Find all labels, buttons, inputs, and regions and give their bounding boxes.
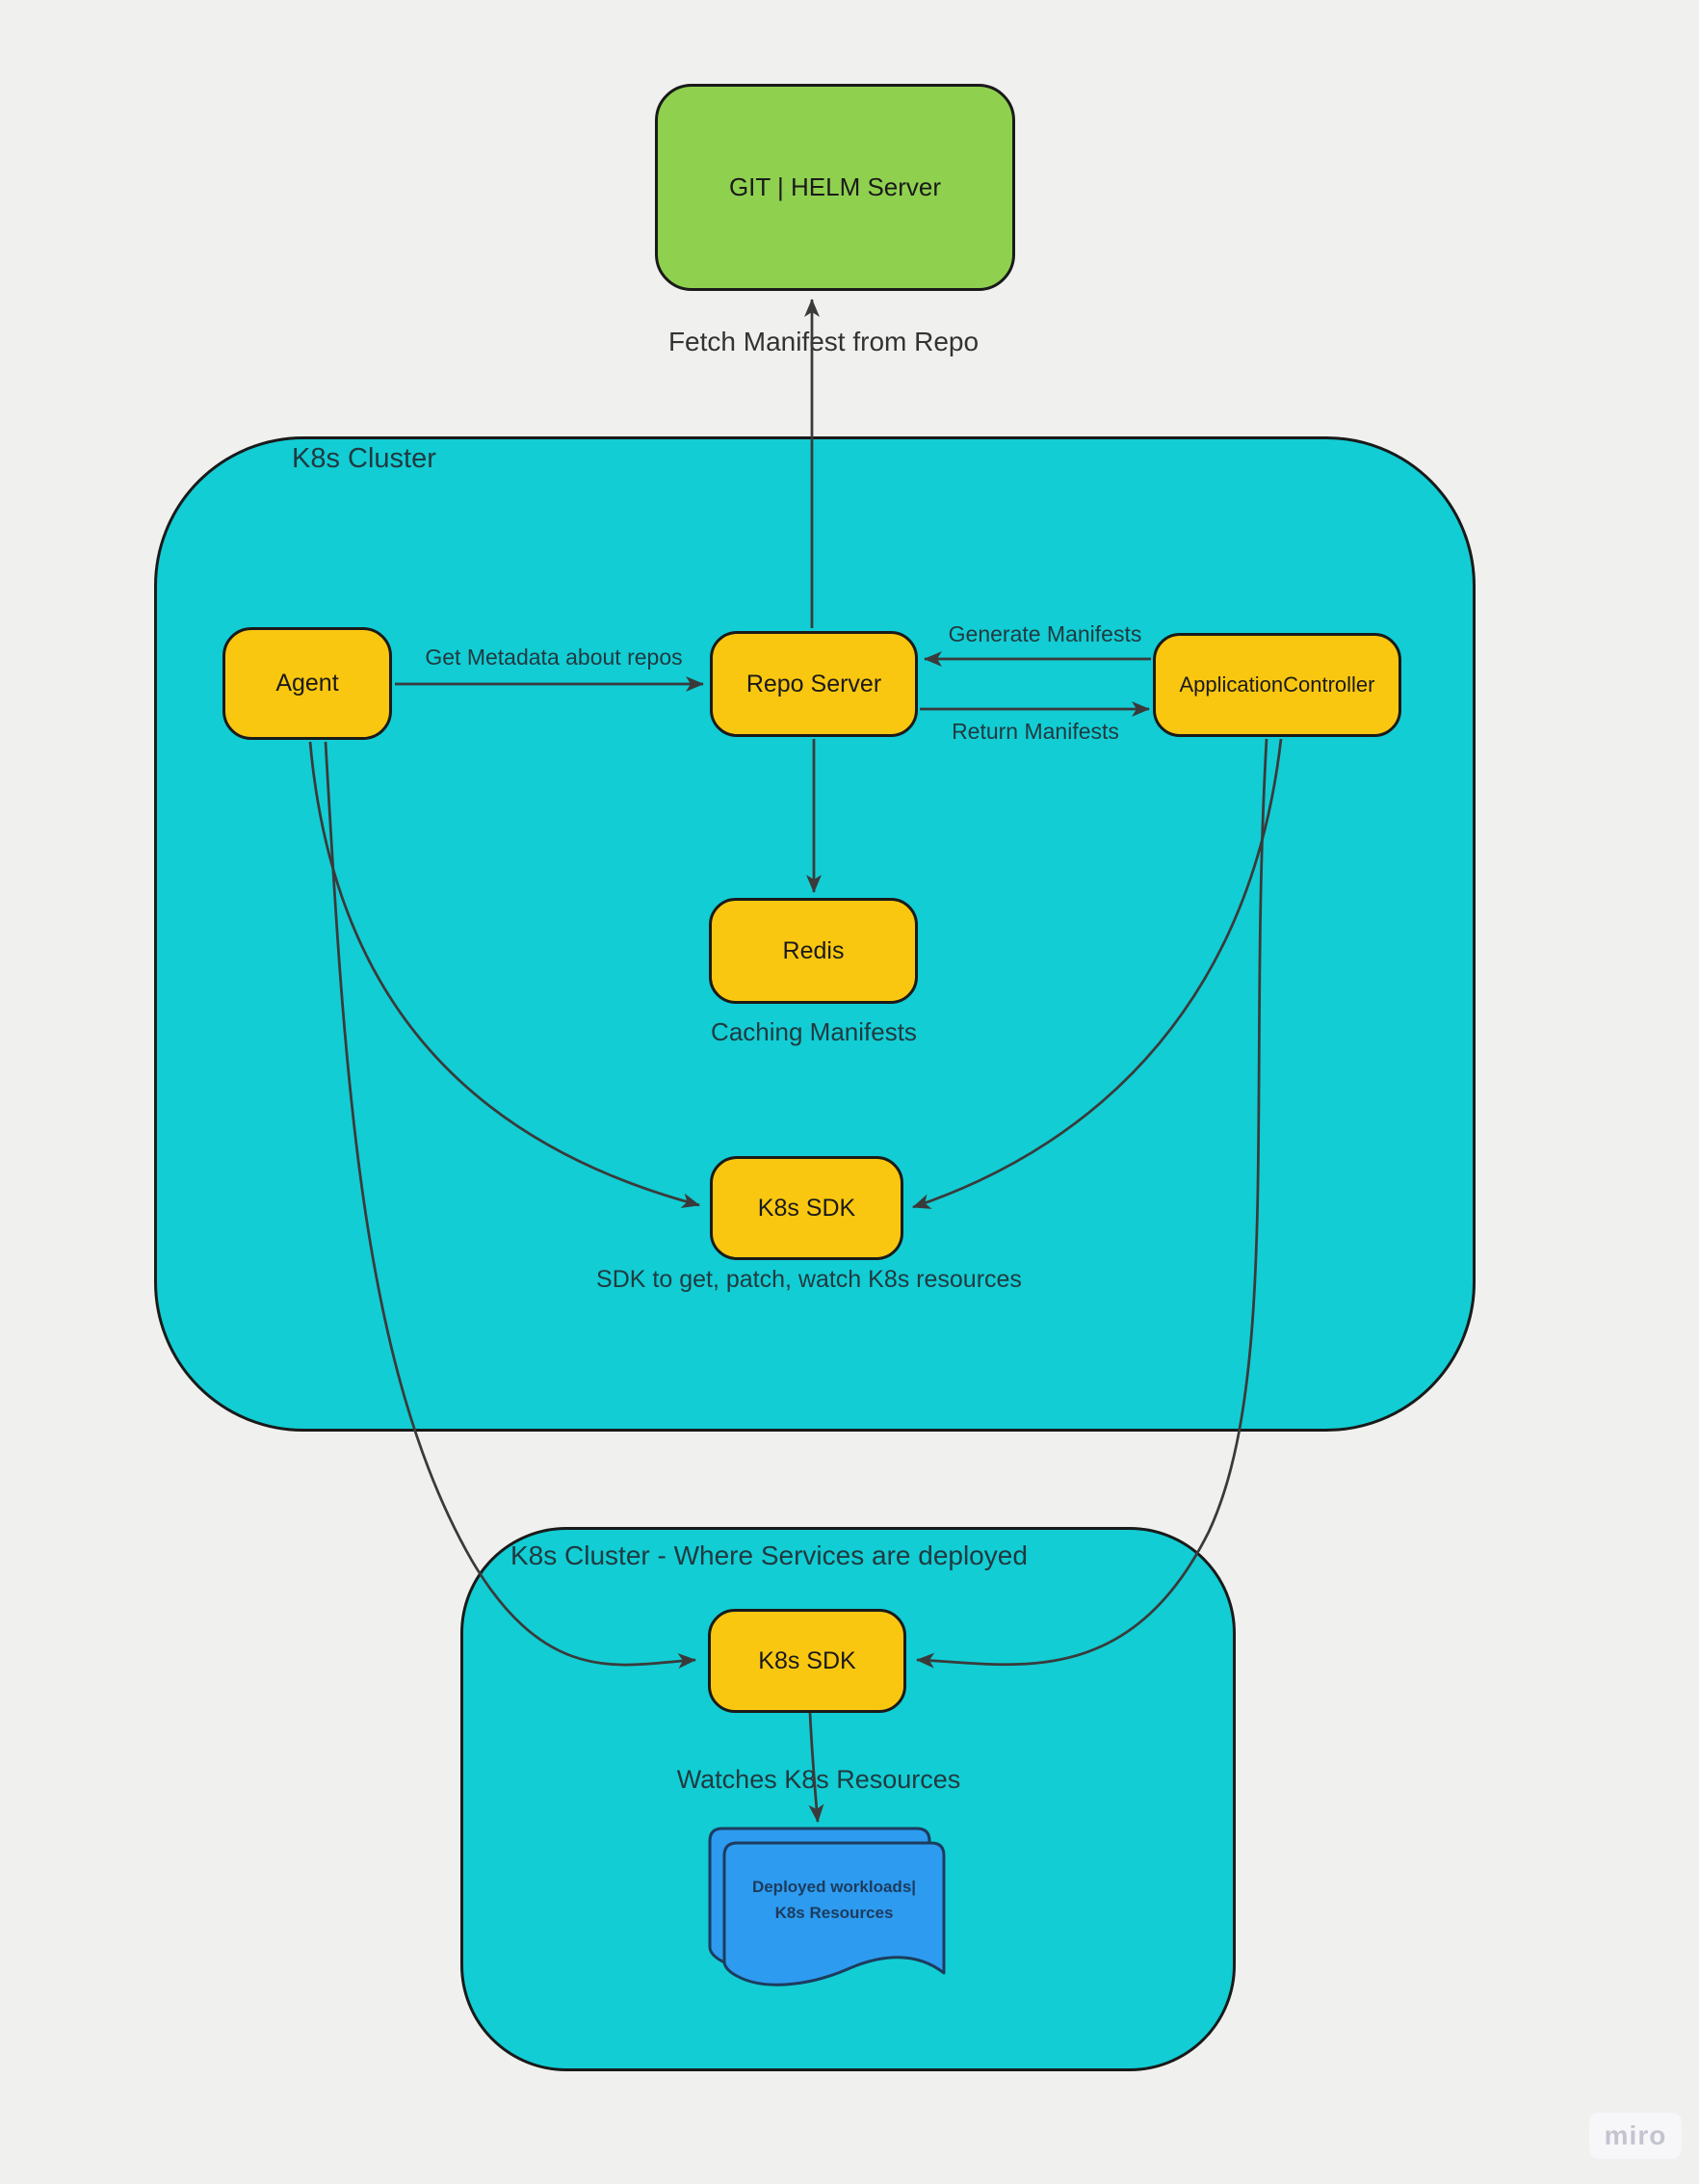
cluster-deploy-title: K8s Cluster - Where Services are deploye… [510,1540,1028,1570]
miro-watermark[interactable]: miro [1589,2113,1682,2159]
label-generate-manifests: Generate Manifests [948,621,1142,646]
node-git-helm-server[interactable]: GIT | HELM Server [655,84,1015,291]
node-k8s-sdk-main[interactable]: K8s SDK [710,1156,903,1260]
node-agent[interactable]: Agent [222,627,392,740]
label-fetch-manifest: Fetch Manifest from Repo [667,327,980,356]
node-application-controller[interactable]: ApplicationController [1153,633,1401,737]
label-sdk-caption: SDK to get, patch, watch K8s resources [596,1266,1022,1293]
cluster-main-title: K8s Cluster [292,443,436,474]
label-get-metadata: Get Metadata about repos [425,645,683,670]
label-caching-manifests: Caching Manifests [711,1017,917,1046]
node-redis[interactable]: Redis [709,898,918,1004]
node-repo-server[interactable]: Repo Server [710,631,918,737]
node-k8s-sdk-deploy[interactable]: K8s SDK [708,1609,906,1713]
label-return-manifests: Return Manifests [952,719,1119,744]
label-watches-resources: Watches K8s Resources [676,1765,961,1794]
